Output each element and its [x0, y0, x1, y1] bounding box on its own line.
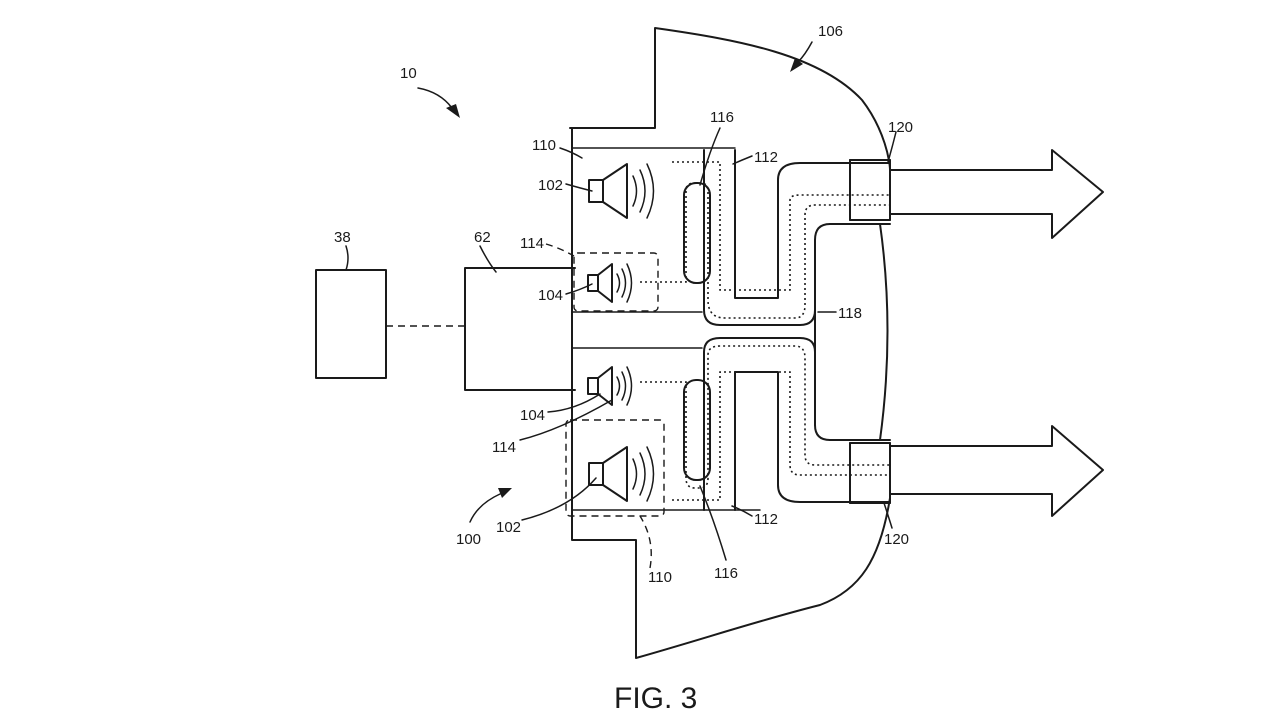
leader-110-top [559, 147, 583, 159]
label-114-bottom: 114 [492, 439, 516, 456]
leader-102-top [565, 183, 593, 192]
amplifier-bracket [464, 267, 576, 391]
tweeter-top-speaker [587, 263, 633, 303]
leader-110-bottom [639, 515, 652, 569]
label-102-top: 102 [538, 177, 563, 194]
label-104-bottom: 104 [520, 407, 545, 424]
label-10: 10 [400, 65, 417, 82]
upper-waveguide [703, 149, 891, 326]
label-102-bottom: 102 [496, 519, 521, 536]
label-110-top: 110 [532, 137, 556, 154]
ref-arrow-106 [797, 41, 813, 63]
label-112-top: 112 [754, 149, 778, 166]
leader-112-top [732, 155, 753, 165]
label-112-bottom: 112 [754, 511, 778, 528]
output-arrow-bottom [889, 425, 1104, 517]
controller-box [315, 269, 387, 379]
woofer-top-speaker [588, 163, 655, 219]
output-arrow-top [889, 149, 1104, 239]
ref-arrowhead-100 [498, 488, 512, 498]
acoustic-path-lower-outer [640, 345, 890, 489]
label-116-bottom: 116 [714, 565, 738, 582]
label-116-top: 116 [710, 109, 734, 126]
label-106: 106 [818, 23, 843, 40]
leader-116-bottom [699, 485, 727, 561]
leader-120-top [887, 131, 897, 163]
ref-arrowhead-106 [790, 58, 803, 72]
leader-116-top [699, 127, 721, 186]
leader-104-bottom [547, 393, 601, 413]
acoustic-path-lower-inner [672, 371, 890, 501]
label-114-top: 114 [520, 235, 544, 252]
center-housing [814, 223, 889, 441]
leader-114-bottom [519, 399, 613, 441]
label-118: 118 [838, 305, 862, 322]
woofer-chamber-bottom [565, 419, 665, 517]
leader-62 [479, 245, 497, 273]
label-100: 100 [456, 531, 481, 548]
label-38: 38 [334, 229, 351, 246]
leader-102-bottom [521, 477, 597, 521]
label-104-top: 104 [538, 287, 563, 304]
label-120-bottom: 120 [884, 531, 909, 548]
acoustic-path-upper-outer [672, 161, 890, 291]
woofer-bottom-speaker [588, 446, 655, 502]
label-120-top: 120 [888, 119, 913, 136]
inner-guide-lower [683, 379, 711, 481]
tweeter-chamber-top [573, 252, 659, 312]
lower-waveguide [703, 337, 891, 511]
tweeter-bottom-speaker [587, 366, 633, 406]
outlet-collar-bottom [849, 442, 891, 504]
ref-arrowhead-10 [446, 104, 460, 118]
leader-112-bottom [731, 505, 753, 517]
leader-104-top [565, 283, 593, 295]
outlet-collar-top [849, 159, 891, 221]
outlet-collar-bottom-cap [849, 442, 891, 504]
label-110-bottom: 110 [648, 569, 672, 586]
acoustic-path-upper-inner [640, 182, 890, 319]
outlet-collar-top-cap [849, 159, 891, 221]
ref-arrow-100 [469, 493, 501, 523]
figure-caption: FIG. 3 [614, 682, 697, 715]
inner-guide-upper [683, 182, 711, 284]
ref-arrow-10 [417, 87, 453, 109]
leader-38 [345, 245, 349, 271]
leader-114-top [545, 243, 575, 257]
label-62: 62 [474, 229, 491, 246]
vehicle-panel-outline [569, 27, 891, 659]
leader-120-bottom [883, 502, 893, 529]
